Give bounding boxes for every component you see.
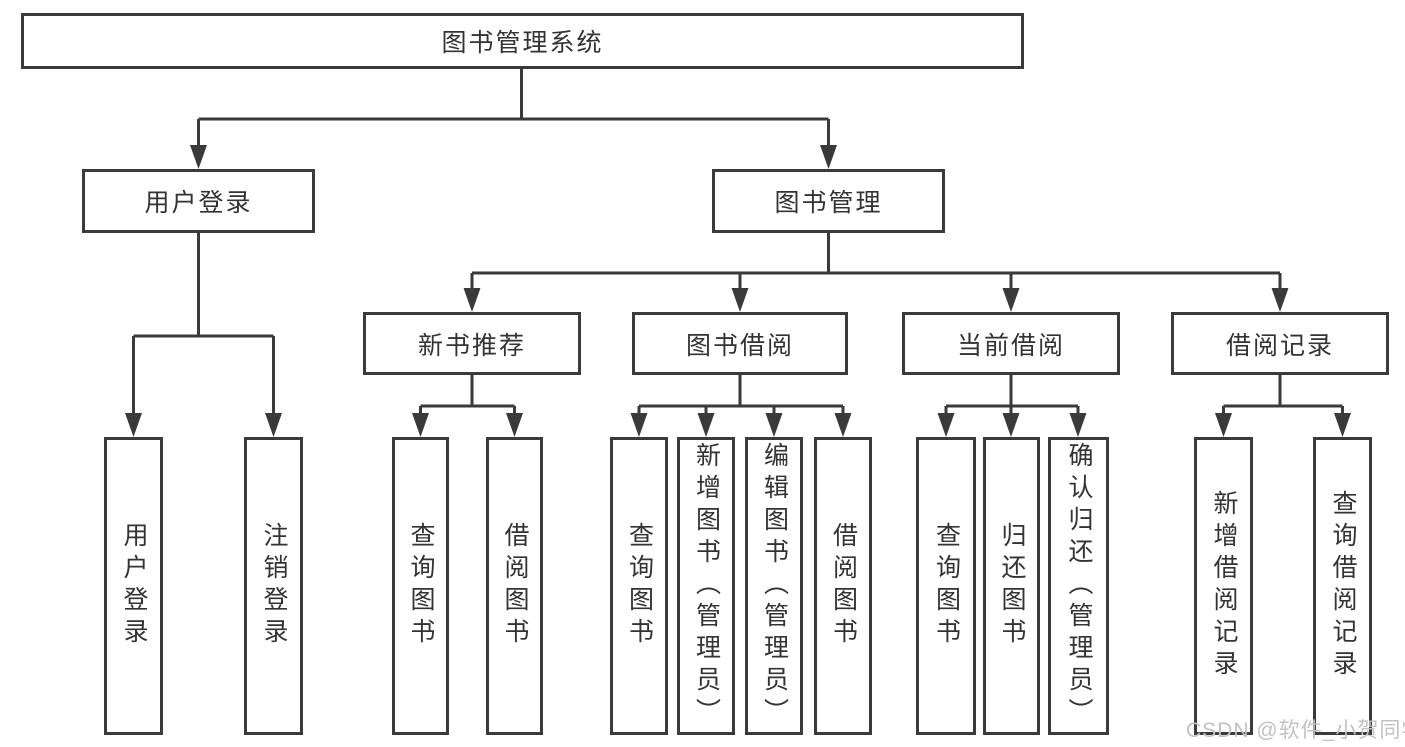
node-leaf-user-login: 用户登录 [104,437,163,735]
node-leaf-add-book-admin: 新增图书（管理员） [677,437,735,735]
node-leaf-edit-book-admin: 编辑图书（管理员） [745,437,803,735]
connector-book-borrow-to-leaves [630,375,852,437]
connector-user-login-to-leaves [125,233,282,437]
connector-book-management-to-level3 [463,233,1289,312]
node-current-borrow: 当前借阅 [902,312,1120,375]
node-root-system: 图书管理系统 [21,13,1024,69]
watermark: CSDN @软件_小贺同学 [1186,719,1405,742]
node-user-login: 用户登录 [82,169,315,233]
connector-borrow-records-to-leaves [1215,375,1351,437]
node-leaf-borrow-book: 借阅图书 [814,437,872,735]
node-leaf-return-book: 归还图书 [983,437,1040,735]
node-book-borrow: 图书借阅 [632,312,848,375]
node-leaf-add-borrow-record: 新增借阅记录 [1194,437,1253,735]
node-leaf-query-book-recommend: 查询图书 [392,437,449,735]
node-new-book-recommend: 新书推荐 [363,312,581,375]
node-leaf-logout-login: 注销登录 [244,437,303,735]
node-leaf-query-book-current: 查询图书 [916,437,976,735]
node-leaf-borrow-book-recommend: 借阅图书 [486,437,543,735]
connector-new-book-recommend-to-leaves [412,375,523,437]
node-leaf-confirm-return-admin: 确认归还（管理员） [1048,437,1109,735]
connector-current-borrow-to-leaves [937,375,1087,437]
node-borrow-records: 借阅记录 [1171,312,1389,375]
node-leaf-query-book-borrow: 查询图书 [610,437,668,735]
node-leaf-query-borrow-record: 查询借阅记录 [1313,437,1372,735]
connector-root-to-level2 [190,69,837,169]
node-book-management: 图书管理 [712,169,945,233]
